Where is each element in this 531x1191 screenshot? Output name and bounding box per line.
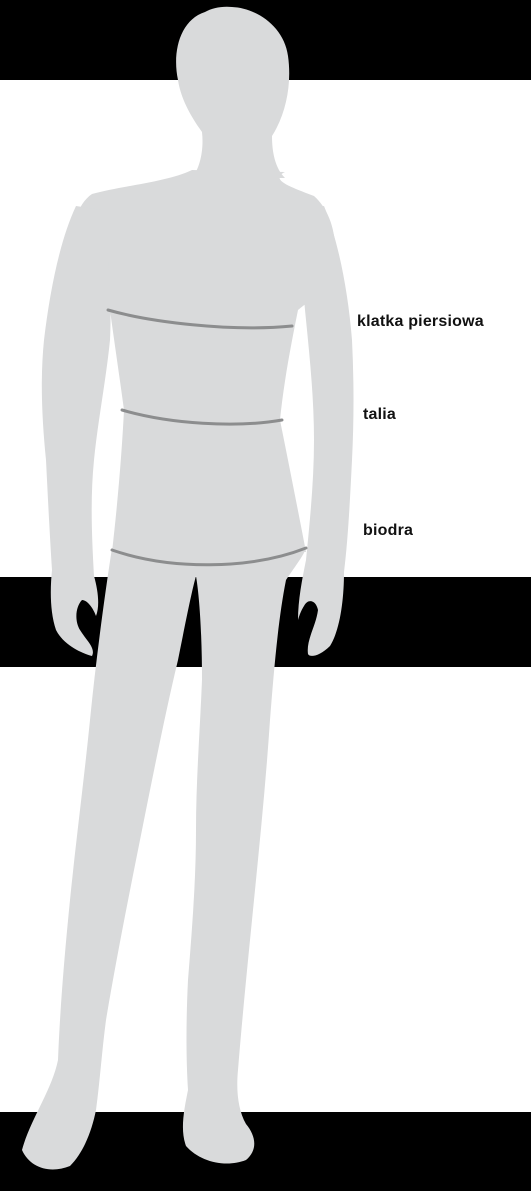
right-arm-shape: [298, 206, 354, 656]
torso-shape: [70, 170, 335, 552]
hips-label: biodra: [363, 522, 413, 540]
waist-label: talia: [363, 406, 396, 424]
head-shape: [176, 7, 289, 178]
left-arm-shape: [42, 206, 111, 656]
legs-shape: [22, 548, 306, 1169]
chest-label: klatka piersiowa: [357, 313, 484, 331]
